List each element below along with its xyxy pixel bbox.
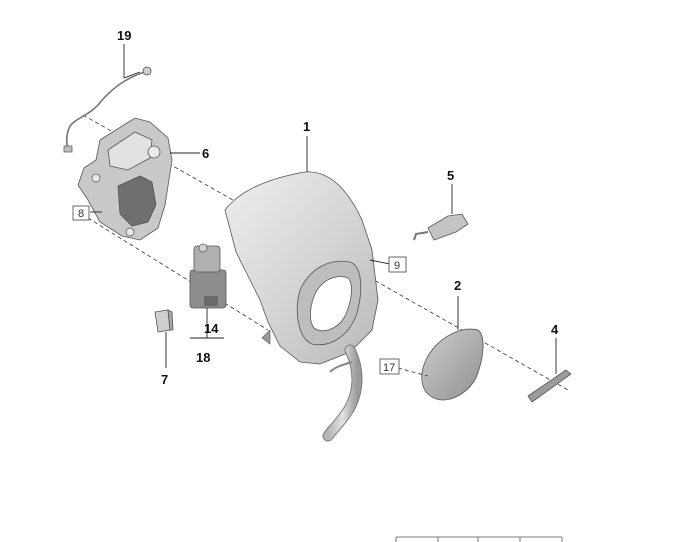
callout-6: 6 [202, 146, 209, 161]
callout-5: 5 [447, 168, 454, 183]
table-fragment [395, 536, 563, 542]
callout-2: 2 [454, 278, 461, 293]
callout-box-8: 8 [72, 205, 90, 221]
part-14-actuator [189, 243, 227, 309]
callout-4: 4 [551, 322, 559, 337]
callout-19: 19 [117, 28, 131, 43]
leader-lines [90, 44, 557, 377]
callout-box-17: 17 [379, 358, 400, 375]
callout-18: 18 [196, 350, 210, 365]
part-2-flap [421, 328, 484, 401]
part-17-hose [322, 344, 363, 442]
svg-text:8: 8 [78, 208, 84, 220]
part-1-housing [224, 171, 379, 365]
callout-1: 1 [303, 119, 310, 134]
part-6-bracket [77, 117, 173, 241]
callout-7: 7 [161, 372, 168, 387]
svg-text:9: 9 [394, 260, 400, 272]
part-7-clip [154, 309, 174, 333]
part-19-cable [63, 66, 152, 153]
part-5-connector [413, 213, 469, 241]
callout-box-9: 9 [388, 256, 407, 273]
callout-14: 14 [204, 321, 219, 336]
part-4-strip [527, 369, 572, 403]
svg-text:17: 17 [383, 362, 395, 374]
